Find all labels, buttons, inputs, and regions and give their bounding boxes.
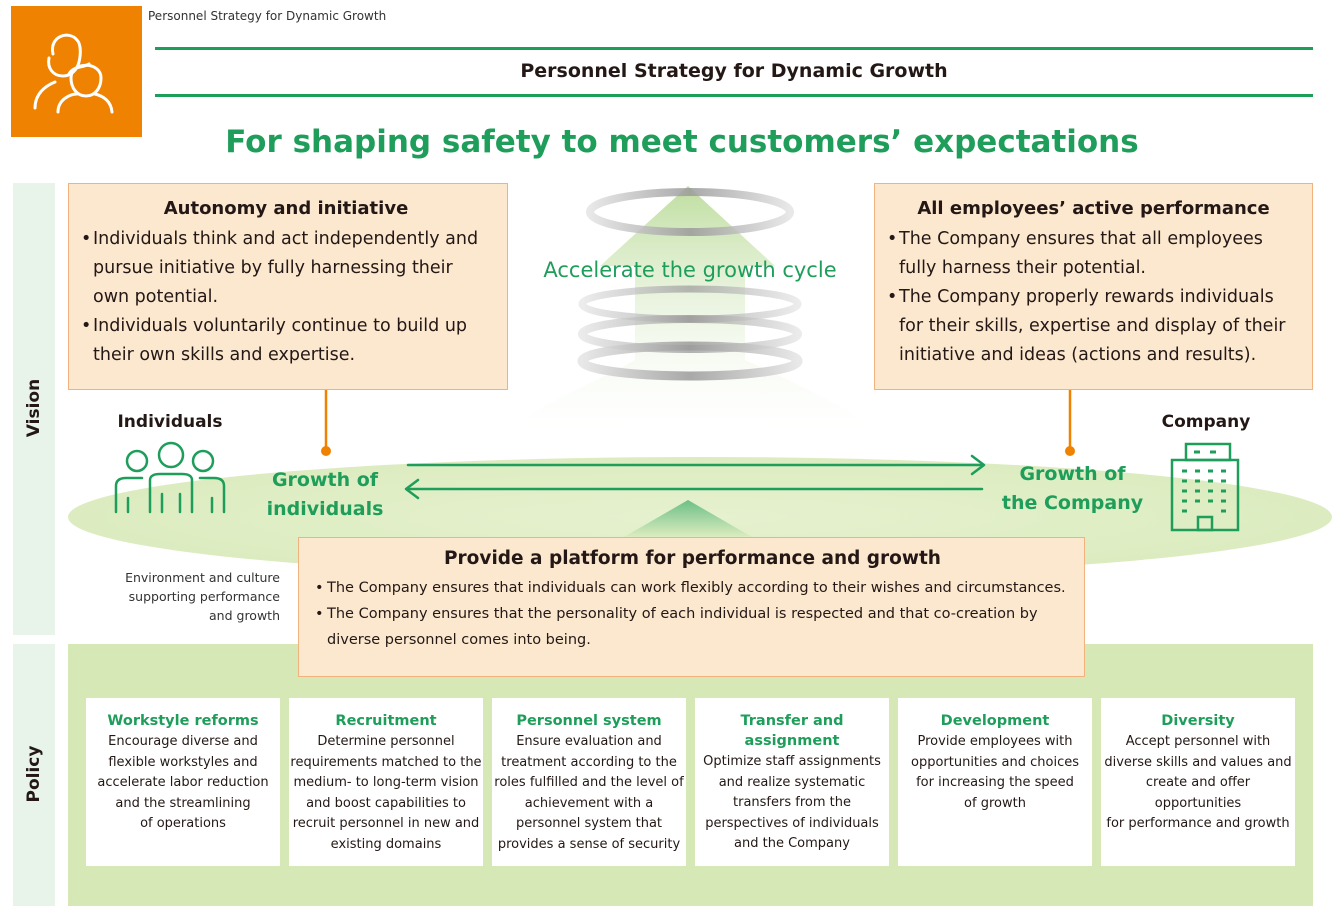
growth-individuals-label: Growth of individuals bbox=[266, 469, 384, 520]
platform-box: Provide a platform for performance and g… bbox=[298, 537, 1085, 677]
platform-title: Provide a platform for performance and g… bbox=[444, 548, 941, 569]
policy-card-title: Recruitment bbox=[335, 713, 437, 729]
platform-arrow bbox=[624, 500, 752, 537]
main-title: For shaping safety to meet customers’ ex… bbox=[225, 124, 1139, 160]
policy-card-transfer: Transfer and assignment Optimize staff a… bbox=[695, 698, 889, 866]
autonomy-bullet: Individuals think and act independently … bbox=[81, 225, 491, 312]
growth-cycle-label: Accelerate the growth cycle bbox=[543, 258, 837, 282]
policy-card-desc: Encourage diverse and flexible workstyle… bbox=[97, 734, 269, 831]
vision-band bbox=[13, 183, 55, 635]
performance-bullet: The Company properly rewards individuals… bbox=[887, 283, 1300, 370]
policy-card-title: Development bbox=[940, 713, 1050, 729]
policy-card-development: Development Provide employees with oppor… bbox=[898, 698, 1092, 866]
policy-card-desc: Accept personnel with diverse skills and… bbox=[1104, 734, 1292, 831]
platform-bullets: The Company ensures that individuals can… bbox=[315, 575, 1070, 653]
growth-rings bbox=[577, 188, 803, 381]
individuals-icon bbox=[114, 441, 226, 514]
growth-arrows bbox=[404, 454, 986, 500]
company-label: Company bbox=[1161, 412, 1251, 432]
policy-card-title: Personnel system bbox=[516, 713, 662, 729]
policy-card-desc: Provide employees with opportunities and… bbox=[910, 734, 1080, 811]
environment-text: Environment and culture supporting perfo… bbox=[125, 570, 280, 623]
growth-company-label: Growth of the Company bbox=[1001, 463, 1144, 514]
policy-card-personnel-system: Personnel system Ensure evaluation and t… bbox=[492, 698, 686, 866]
policy-card-desc: Determine personnel requirements matched… bbox=[290, 734, 482, 852]
policy-card-title: Transfer and assignment bbox=[740, 713, 844, 749]
logo-box bbox=[11, 6, 142, 137]
performance-bullet: The Company ensures that all employees f… bbox=[887, 225, 1300, 283]
policy-card-title: Workstyle reforms bbox=[107, 713, 259, 729]
autonomy-bullets: Individuals think and act independently … bbox=[81, 225, 491, 370]
individuals-label: Individuals bbox=[117, 412, 223, 432]
policy-card-desc: Ensure evaluation and treatment accordin… bbox=[494, 734, 684, 852]
growth-cycle-arrow bbox=[505, 186, 880, 430]
policy-side-band bbox=[13, 644, 55, 906]
autonomy-title: Autonomy and initiative bbox=[163, 198, 409, 219]
platform-bullet: The Company ensures that individuals can… bbox=[315, 575, 1070, 601]
header-rule-bottom bbox=[155, 94, 1313, 97]
autonomy-box: Autonomy and initiative Individuals thin… bbox=[68, 183, 508, 390]
people-icon bbox=[33, 33, 114, 114]
platform-bullet: The Company ensures that the personality… bbox=[315, 601, 1070, 653]
performance-bullets: The Company ensures that all employees f… bbox=[887, 225, 1300, 370]
policy-card-diversity: Diversity Accept personnel with diverse … bbox=[1101, 698, 1295, 866]
header-rule-top bbox=[155, 47, 1313, 50]
policy-card-recruitment: Recruitment Determine personnel requirem… bbox=[289, 698, 483, 866]
performance-box: All employees’ active performance The Co… bbox=[874, 183, 1313, 390]
autonomy-bullet: Individuals voluntarily continue to buil… bbox=[81, 312, 491, 370]
company-icon bbox=[1170, 442, 1240, 532]
header-title: Personnel Strategy for Dynamic Growth bbox=[520, 60, 948, 82]
connector-dot-left bbox=[321, 446, 331, 456]
policy-card-desc: Optimize staff assignments and realize s… bbox=[703, 754, 881, 851]
top-caption: Personnel Strategy for Dynamic Growth bbox=[148, 9, 387, 23]
policy-card-workstyle: Workstyle reforms Encourage diverse and … bbox=[86, 698, 280, 866]
policy-card-title: Diversity bbox=[1161, 713, 1235, 729]
connector-dot-right bbox=[1065, 446, 1075, 456]
performance-title: All employees’ active performance bbox=[917, 198, 1270, 219]
